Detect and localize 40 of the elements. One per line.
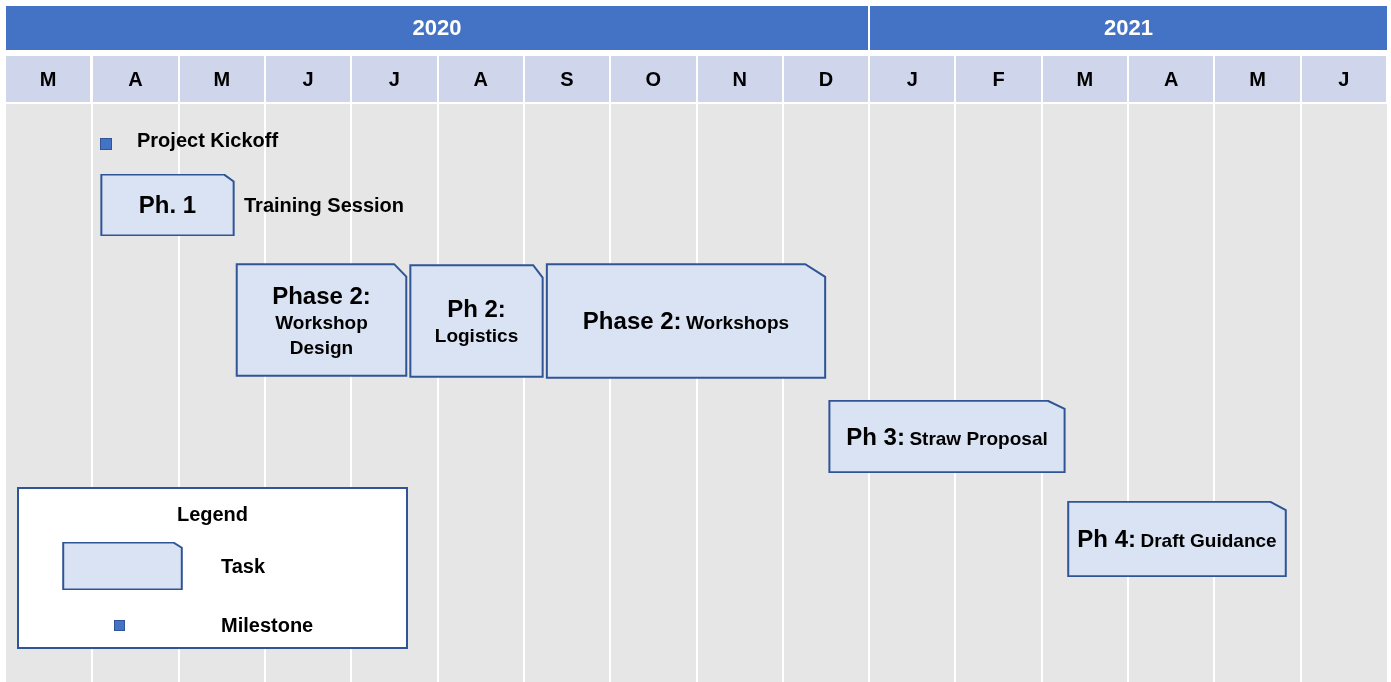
year-header: 2021 bbox=[870, 6, 1387, 50]
month-header: J bbox=[870, 56, 955, 102]
month-header: J bbox=[1301, 56, 1386, 102]
month-header: D bbox=[783, 56, 869, 102]
task-label: Workshop Design bbox=[275, 311, 368, 358]
month-header: J bbox=[265, 56, 351, 102]
task-note: Training Session bbox=[244, 194, 405, 217]
task-heading: Ph 4: bbox=[1077, 525, 1136, 553]
legend-label: Task bbox=[221, 555, 266, 578]
task-box bbox=[1066, 501, 1288, 577]
task-label: Workshops bbox=[686, 312, 790, 334]
year-header: 2020 bbox=[6, 6, 869, 50]
task-label: Straw Proposal bbox=[909, 427, 1048, 449]
month-header: M bbox=[179, 56, 264, 102]
month-header: M bbox=[6, 56, 91, 102]
task-heading: Phase 2: bbox=[582, 307, 682, 335]
month-header: O bbox=[611, 56, 696, 102]
task-box bbox=[827, 400, 1067, 473]
month-header: N bbox=[697, 56, 782, 102]
task-label: Logistics bbox=[434, 325, 519, 347]
month-header: S bbox=[524, 56, 610, 102]
task-heading: Phase 2: bbox=[272, 281, 371, 309]
month-header: A bbox=[438, 56, 523, 102]
month-header: M bbox=[1215, 56, 1300, 102]
month-header: F bbox=[956, 56, 1041, 102]
task-box bbox=[544, 263, 828, 379]
task-box bbox=[100, 174, 235, 236]
task-label: Draft Guidance bbox=[1140, 530, 1277, 552]
month-header: J bbox=[352, 56, 437, 102]
milestone-label: Project Kickoff bbox=[137, 129, 279, 152]
task-box bbox=[235, 263, 408, 377]
legend-title: Legend bbox=[175, 503, 250, 526]
task-heading: Ph 2: bbox=[447, 295, 506, 323]
month-header: A bbox=[1129, 56, 1214, 102]
task-heading: Ph 3: bbox=[846, 422, 905, 450]
month-header: M bbox=[1042, 56, 1128, 102]
task-box bbox=[409, 264, 544, 378]
month-header: A bbox=[93, 56, 178, 102]
legend-label: Milestone bbox=[221, 614, 314, 637]
task-heading: Ph. 1 bbox=[138, 191, 197, 219]
